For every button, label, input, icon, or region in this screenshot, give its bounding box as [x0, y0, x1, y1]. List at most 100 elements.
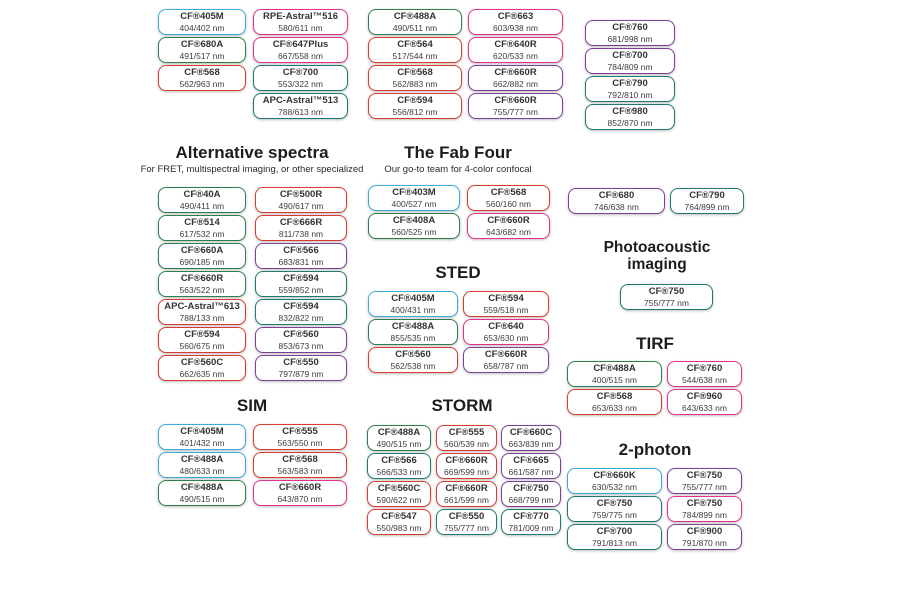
dye-wavelengths: 562/538 nm: [390, 360, 436, 371]
dye-name: CF®660K: [593, 470, 636, 482]
dye-name: CF®555: [448, 427, 485, 439]
dye-name: CF®660C: [509, 427, 553, 439]
dye-name: CF®550: [448, 511, 485, 523]
dye-wavelengths: 746/638 nm: [594, 201, 639, 212]
dye-wavelengths: 661/587 nm: [508, 466, 554, 477]
section-heading-storm: STORM: [431, 396, 493, 415]
dye-wavelengths: 559/518 nm: [483, 304, 529, 315]
dye-wavelengths: 562/963 nm: [179, 78, 225, 89]
dye-name: CF®750: [513, 483, 549, 495]
dye-wavelengths: 560/525 nm: [391, 226, 437, 237]
dye-name: CF®594: [283, 273, 319, 285]
dye-wavelengths: 764/899 nm: [684, 201, 730, 212]
dye-name: CF®640R: [494, 39, 537, 51]
dye-name: CF®594: [184, 329, 220, 341]
dye-wavelengths: 630/532 nm: [592, 481, 637, 492]
dye-wavelengths: 681/998 nm: [607, 33, 653, 44]
dye-name: CF®660R: [278, 482, 322, 494]
dye-wavelengths: 658/787 nm: [483, 360, 529, 371]
dye-wavelengths: 400/527 nm: [391, 198, 437, 209]
dye-name: CF®405M: [180, 11, 224, 23]
dye-wavelengths: 556/812 nm: [392, 106, 438, 117]
dye-wavelengths: 603/938 nm: [493, 22, 538, 33]
dye-name: CF®560: [283, 329, 319, 341]
dye-wavelengths: 550/983 nm: [376, 522, 422, 533]
dye-wavelengths: 563/522 nm: [179, 284, 225, 295]
dye-wavelengths: 832/822 nm: [278, 312, 324, 323]
dye-name: APC-Astral™613: [164, 301, 240, 313]
dye-name: CF®647Plus: [272, 39, 329, 51]
dye-wavelengths: 755/777 nm: [444, 522, 489, 533]
dye-wavelengths: 490/515 nm: [376, 438, 422, 449]
dye-wavelengths: 781/009 nm: [508, 522, 554, 533]
dye-name: CF®660R: [445, 483, 488, 495]
section-heading-twophoton: 2-photon: [618, 440, 692, 459]
dye-wavelengths: 404/402 nm: [179, 22, 225, 33]
dye-wavelengths: 490/411 nm: [179, 200, 225, 211]
dye-name: CF®750: [648, 286, 685, 298]
dye-wavelengths: 490/515 nm: [179, 493, 225, 504]
dye-name: CF®564: [397, 39, 433, 51]
section-heading-sim: SIM: [236, 396, 268, 415]
dye-wavelengths: 784/899 nm: [682, 509, 727, 520]
dye-wavelengths: 553/322 nm: [278, 78, 323, 89]
dye-name: CF®488A: [180, 482, 224, 494]
dye-wavelengths: 755/777 nm: [682, 481, 727, 492]
dye-name: CF®770: [513, 511, 549, 523]
dye-wavelengths: 560/539 nm: [444, 438, 489, 449]
dye-name: CF®408A: [392, 215, 436, 227]
dye-wavelengths: 690/185 nm: [179, 256, 225, 267]
dye-name: CF®488A: [593, 363, 636, 375]
section-heading-photo: Photoacoustic imaging: [603, 239, 711, 273]
dye-name: CF®680A: [180, 39, 224, 51]
dye-name: CF®488A: [393, 11, 437, 23]
dye-wavelengths: 590/622 nm: [376, 494, 422, 505]
dye-name: CF®660R: [180, 273, 224, 285]
section-heading-tirf: TIRF: [636, 334, 674, 353]
dye-wavelengths: 668/799 nm: [508, 494, 554, 505]
dye-wavelengths: 784/809 nm: [607, 61, 653, 72]
dye-name: CF®750: [686, 498, 723, 510]
dye-name: CF®594: [397, 95, 433, 107]
dye-name: CF®680: [598, 190, 635, 202]
dye-name: CF®594: [283, 301, 319, 313]
dye-name: CF®750: [686, 470, 723, 482]
section-heading-fab: The Fab Four: [404, 143, 512, 162]
dye-wavelengths: 517/544 nm: [392, 50, 438, 61]
dye-name: CF®700: [282, 67, 319, 79]
dye-name: CF®40A: [183, 189, 221, 201]
section-heading-alt: Alternative spectra: [175, 143, 329, 162]
dye-name: CF®660R: [494, 67, 537, 79]
dye-name: CF®568: [397, 67, 433, 79]
dye-name: CF®660R: [484, 349, 528, 361]
dye-name: CF®568: [596, 391, 633, 403]
dye-wavelengths: 480/633 nm: [179, 465, 225, 476]
dye-wavelengths: 490/511 nm: [392, 22, 438, 33]
section-subheading-alt: For FRET, multispectral imaging, or othe…: [140, 164, 364, 175]
